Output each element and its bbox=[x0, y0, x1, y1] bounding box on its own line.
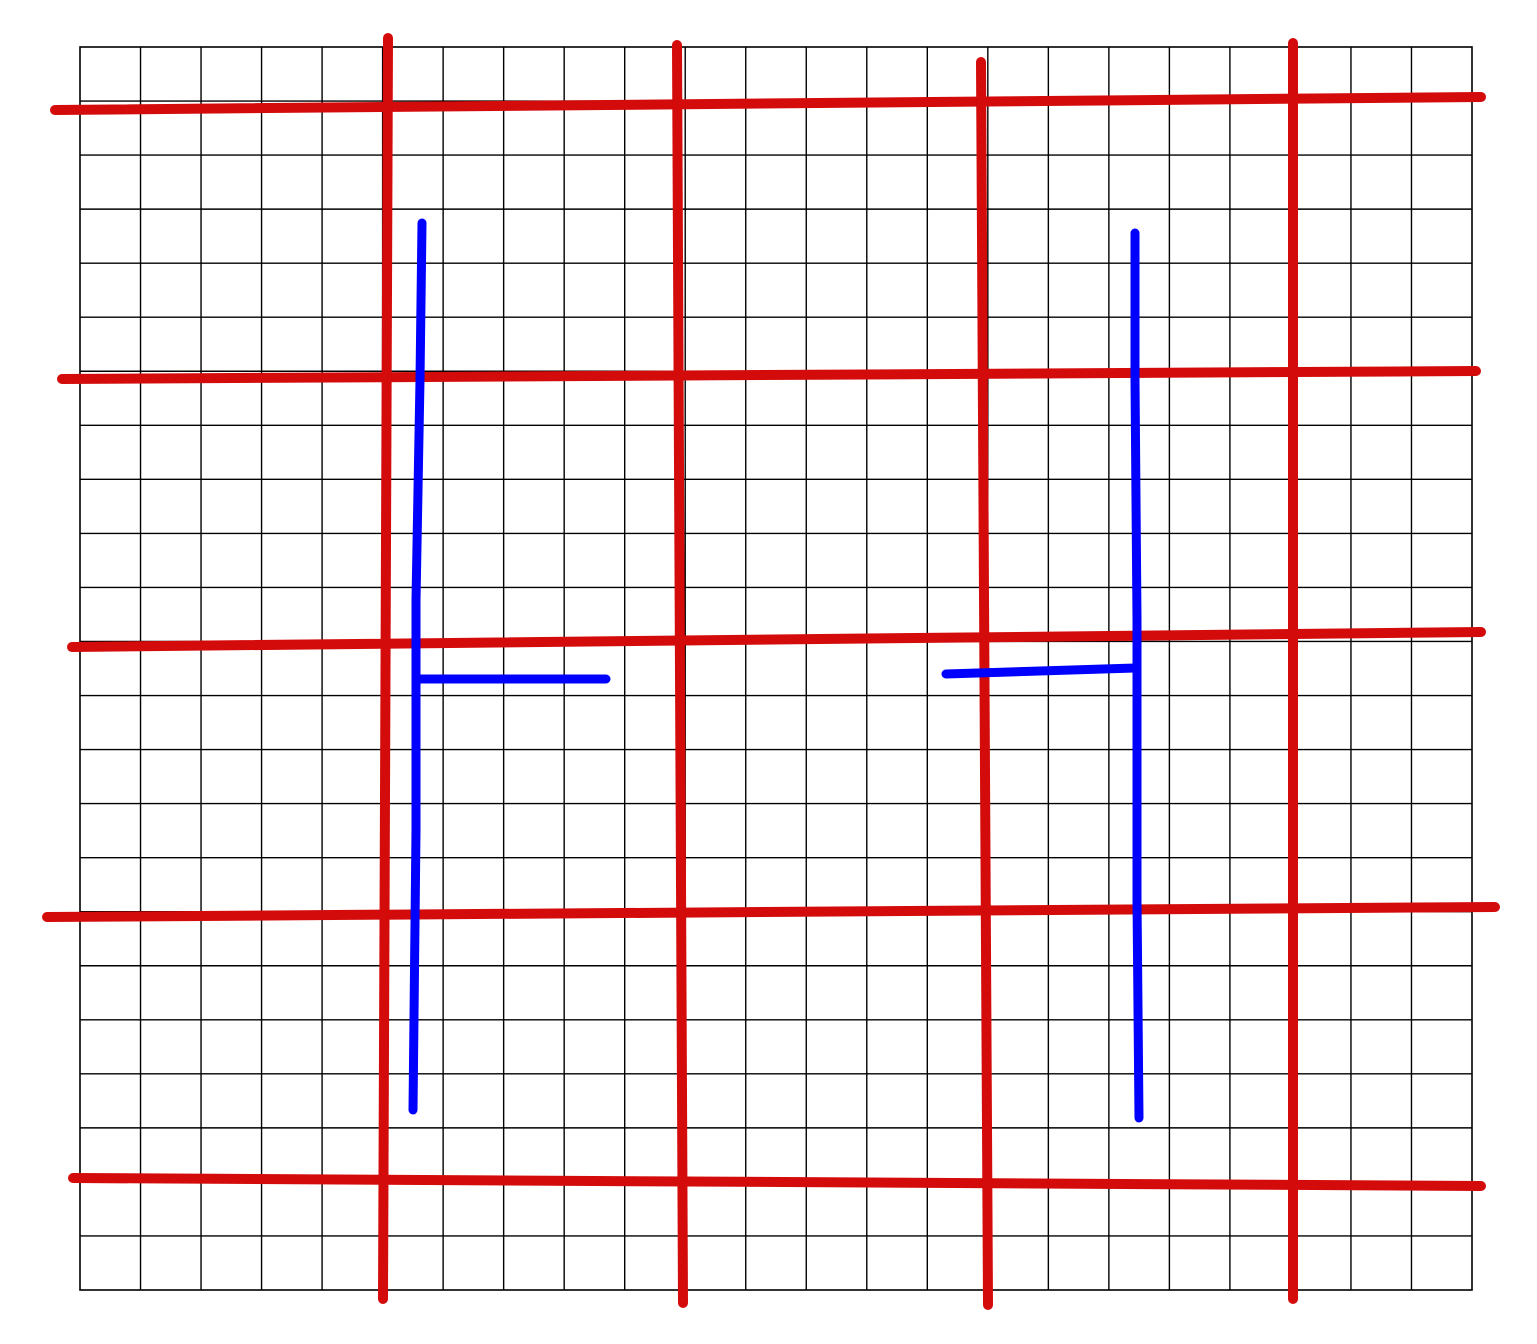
red-horizontal-line-3 bbox=[67, 627, 1486, 652]
red-vertical-line-1 bbox=[378, 33, 393, 1304]
square-grid bbox=[79, 46, 1473, 1291]
left-blue-shape bbox=[408, 218, 611, 1115]
red-horizontal-line-5 bbox=[68, 1173, 1486, 1191]
red-line-group bbox=[42, 33, 1500, 1310]
red-vertical-line-2 bbox=[672, 40, 688, 1308]
red-vertical-line-3 bbox=[976, 57, 993, 1310]
grid-border bbox=[79, 46, 1473, 1291]
blue-vertical-stroke bbox=[1130, 228, 1144, 1123]
right-blue-shape bbox=[941, 228, 1144, 1123]
blue-shape-group bbox=[408, 218, 1144, 1123]
red-horizontal-line-2 bbox=[57, 366, 1481, 384]
blue-horizontal-stroke bbox=[941, 663, 1140, 679]
red-horizontal-line-1 bbox=[50, 92, 1486, 115]
blue-vertical-stroke bbox=[408, 218, 427, 1115]
red-horizontal-line-4 bbox=[42, 902, 1500, 922]
